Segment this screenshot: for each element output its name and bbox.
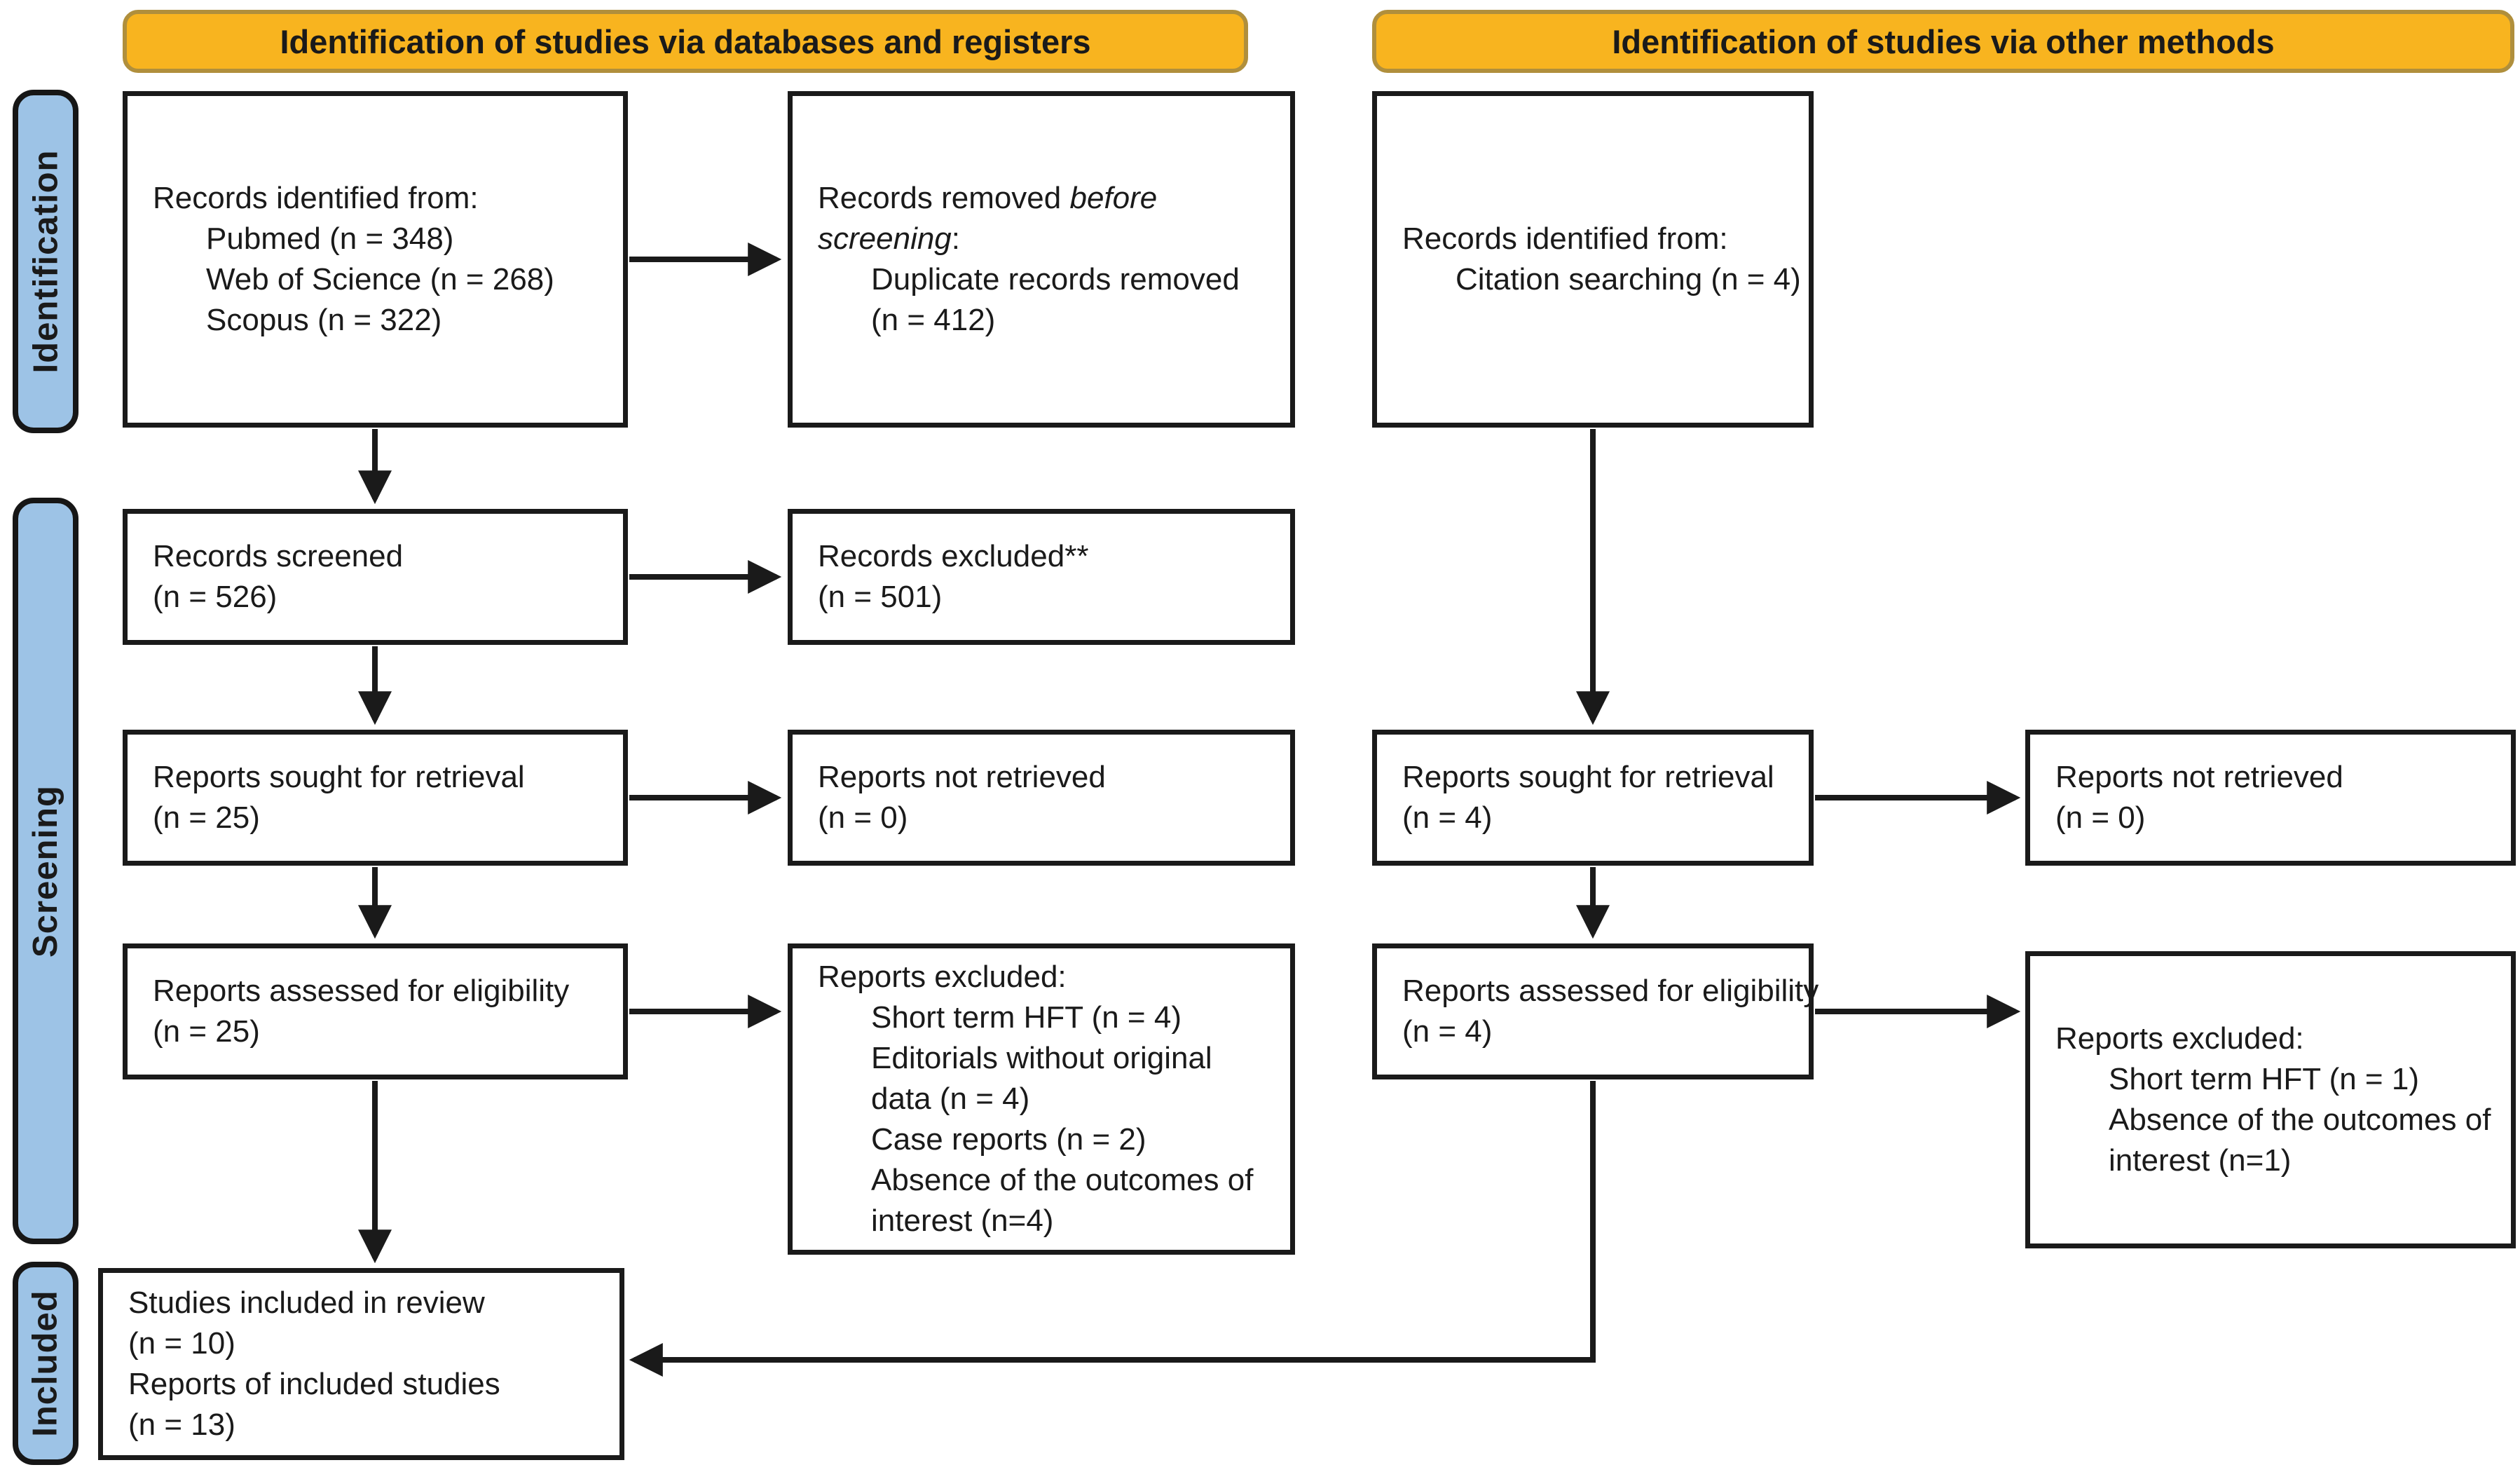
box-reports-sought-other: Reports sought for retrieval(n = 4) [1372, 730, 1814, 866]
box-reports-not-retrieved-databases: Reports not retrieved(n = 0) [788, 730, 1295, 866]
banner-other-methods: Identification of studies via other meth… [1372, 10, 2514, 73]
box-records-identified-other: Records identified from:Citation searchi… [1372, 91, 1814, 428]
box-reports-excluded-databases: Reports excluded:Short term HFT (n = 4)E… [788, 943, 1295, 1255]
box-records-screened: Records screened(n = 526) [123, 509, 628, 645]
box-records-identified-databases: Records identified from:Pubmed (n = 348)… [123, 91, 628, 428]
banner-databases-registers: Identification of studies via databases … [123, 10, 1248, 73]
phase-label-screening: Screening [13, 498, 78, 1244]
box-records-excluded: Records excluded**(n = 501) [788, 509, 1295, 645]
box-reports-not-retrieved-other: Reports not retrieved(n = 0) [2025, 730, 2516, 866]
box-reports-sought-databases: Reports sought for retrieval(n = 25) [123, 730, 628, 866]
box-reports-assessed-databases: Reports assessed for eligibility(n = 25) [123, 943, 628, 1079]
phase-label-identification: Identification [13, 90, 78, 433]
box-reports-excluded-other: Reports excluded:Short term HFT (n = 1)A… [2025, 951, 2516, 1248]
box-studies-included: Studies included in review(n = 10)Report… [98, 1268, 624, 1460]
box-reports-assessed-other: Reports assessed for eligibility(n = 4) [1372, 943, 1819, 1079]
arrow-other-assessed-to-included [629, 1081, 1596, 1377]
phase-label-included: Included [13, 1262, 78, 1465]
